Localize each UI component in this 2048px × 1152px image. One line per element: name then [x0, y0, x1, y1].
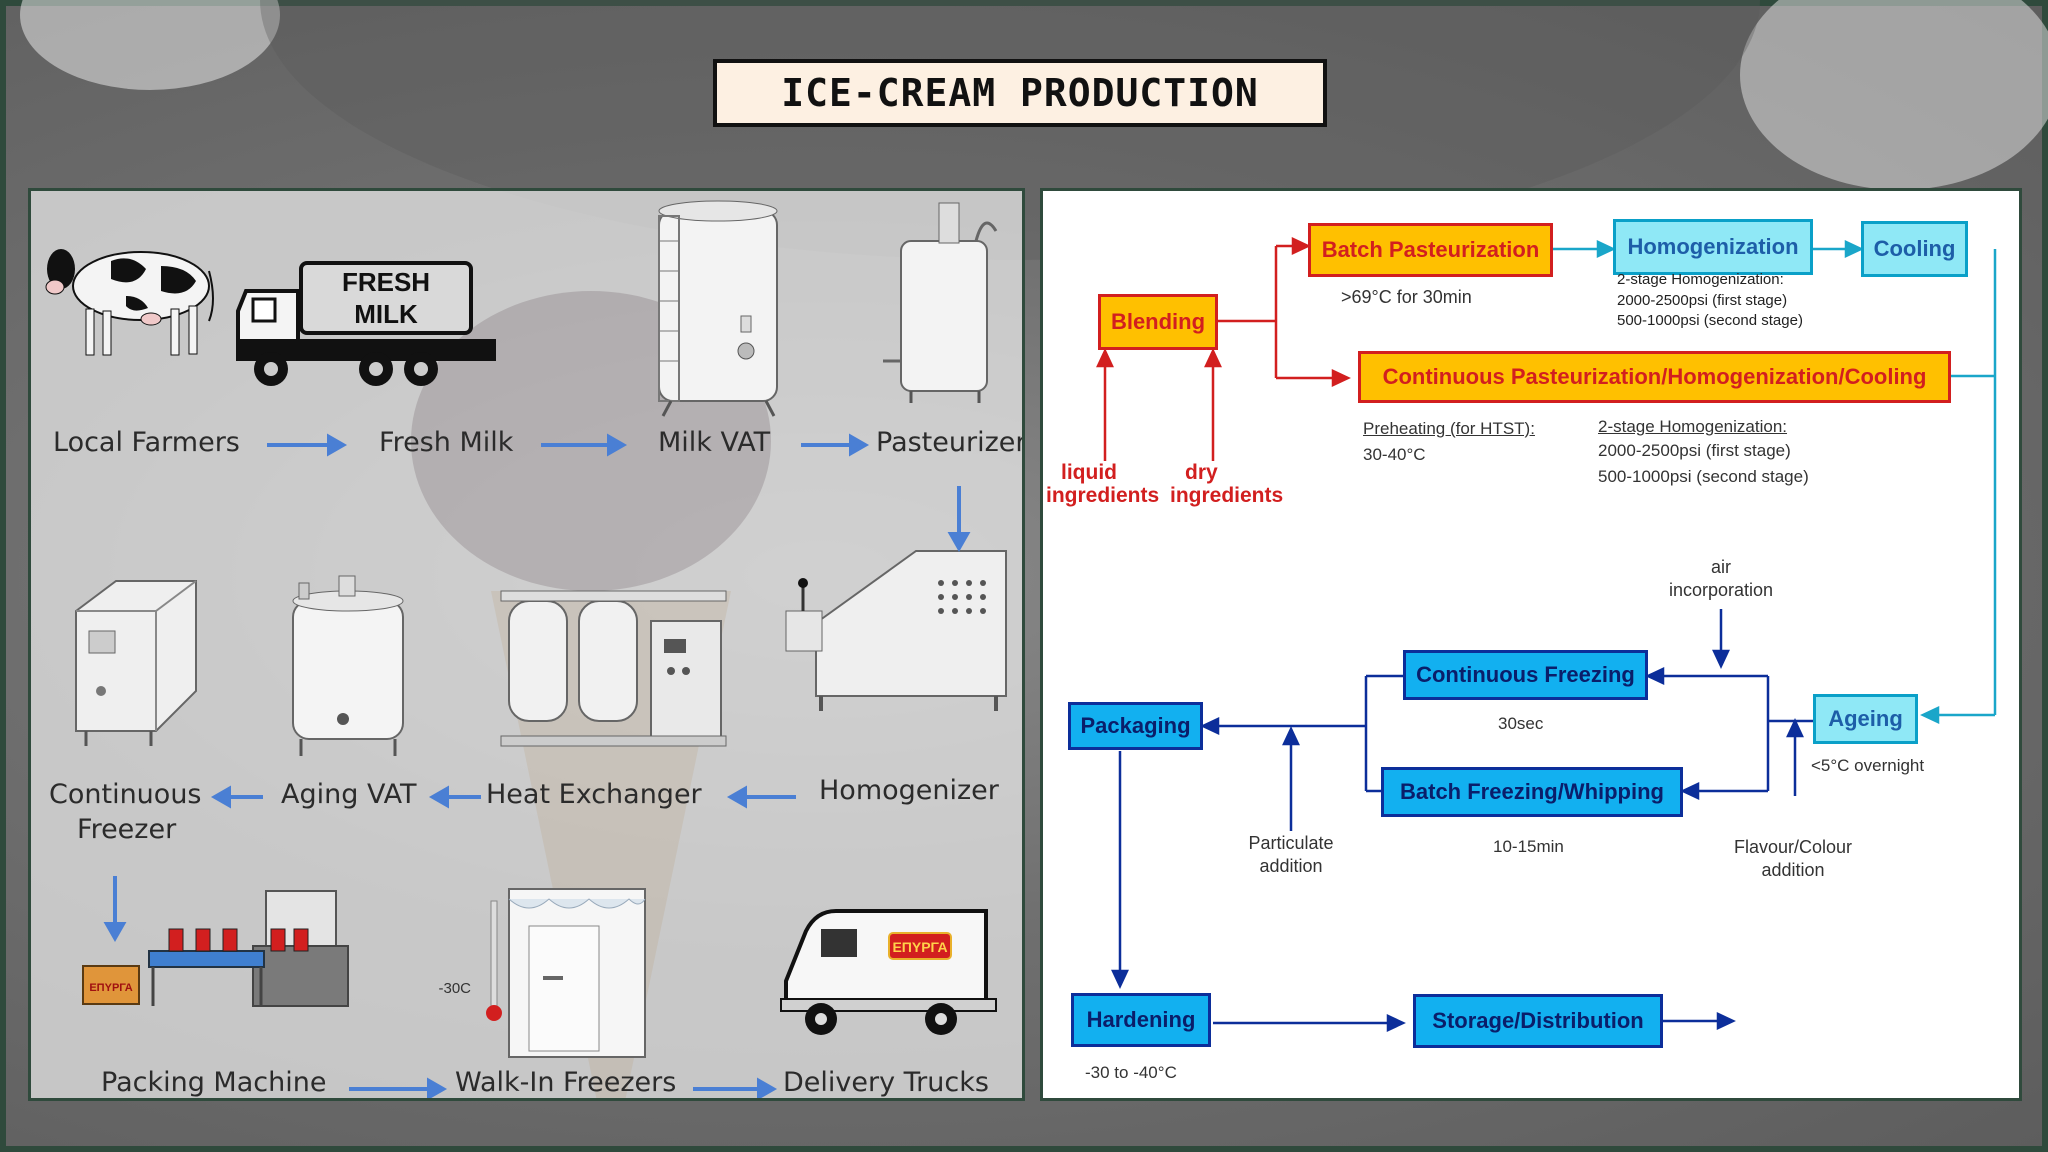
air-incorporation-line2: incorporation — [1668, 580, 1774, 600]
homogenization-box: Homogenization — [1613, 219, 1813, 275]
brand-text-box: ΕΠΥΡΓΑ — [89, 982, 132, 994]
hardening-temp: -30 to -40°C — [1085, 1063, 1177, 1082]
cow-icon — [45, 249, 214, 356]
arrow-milk-to-vat — [607, 433, 628, 457]
batch-freezing-box: Batch Freezing/Whipping — [1381, 767, 1683, 817]
process-flowchart-panel: Blending Batch Pasteurization Continuous… — [1040, 188, 2022, 1101]
arrow-to-continuous-pasteurization — [1331, 369, 1351, 387]
stage-label-fresh-milk: Fresh Milk — [379, 427, 514, 458]
continuous-freezing-box: Continuous Freezing — [1403, 650, 1648, 700]
equipment-illustrations: FRESH MILK — [45, 200, 1007, 1098]
particulate-addition-line1: Particulate — [1248, 833, 1334, 853]
delivery-truck-icon: ΕΠΥΡΓΑ — [780, 909, 997, 1035]
packing-machine-icon: ΕΠΥΡΓΑ — [82, 890, 349, 1007]
navy-connectors — [1111, 609, 1813, 1032]
batch-freezing-time: 10-15min — [1493, 837, 1564, 856]
continuous-freezer-icon — [75, 580, 197, 746]
arrow-vat-to-pasteurizer — [849, 433, 870, 457]
homog-note-2: 2000-2500psi (first stage) — [1617, 292, 1788, 309]
arrow-farmers-to-milk — [327, 433, 348, 457]
liquid-ingredients-line1: liquid — [1061, 461, 1117, 484]
milk-truck-icon: FRESH MILK — [236, 261, 496, 386]
truck-text-line2: MILK — [354, 299, 418, 329]
arrow-walkin-to-delivery — [757, 1077, 778, 1098]
walk-in-freezer-icon: -30C — [438, 888, 646, 1058]
stage-label-continuous-freezer-line1: Continuous — [49, 779, 202, 810]
flowchart-connectors — [1096, 237, 1997, 1032]
blending-box: Blending — [1098, 294, 1218, 350]
homog2-title: 2-stage Homogenization: — [1598, 417, 1788, 436]
heat-exchanger-icon — [500, 590, 727, 747]
arrow-homogenizer-to-heat-exchanger — [726, 785, 747, 809]
dry-ingredients-line2: ingredients — [1170, 484, 1284, 507]
equipment-flow-arrows — [103, 433, 971, 1098]
storage-distribution-box: Storage/Distribution — [1413, 994, 1663, 1048]
dry-ingredients-line1: dry — [1185, 461, 1218, 484]
homog2-line2: 500-1000psi (second stage) — [1598, 467, 1809, 486]
continuous-pasteurization-box: Continuous Pasteurization/Homogenization… — [1358, 351, 1951, 403]
page-title: ICE-CREAM PRODUCTION — [713, 59, 1327, 127]
preheating-title: Preheating (for HTST): — [1363, 419, 1535, 438]
homogenizer-icon — [785, 550, 1007, 711]
batch-temp-note: >69°C for 30min — [1341, 287, 1472, 307]
crumble-bowl-decoration — [1740, 0, 2048, 190]
flavour-addition-line1: Flavour/Colour — [1733, 837, 1853, 857]
cyan-connectors — [1551, 240, 1997, 724]
stage-label-continuous-freezer-line2: Freezer — [77, 814, 177, 845]
homog2-line1: 2000-2500psi (first stage) — [1598, 441, 1791, 460]
brand-text-truck: ΕΠΥΡΓΑ — [892, 939, 947, 955]
pasteurizer-icon — [883, 202, 998, 403]
stage-label-pasteurizer: Pasteurizer — [876, 427, 1025, 458]
arrow-aging-to-freezer — [210, 785, 231, 809]
stage-label-delivery-trucks: Delivery Trucks — [783, 1067, 989, 1098]
stage-label-heat-exchanger: Heat Exchanger — [486, 779, 702, 810]
stage-label-aging-vat: Aging VAT — [281, 779, 417, 810]
particulate-addition-line2: addition — [1259, 856, 1323, 876]
red-connectors — [1096, 237, 1351, 461]
stage-label-local-farmers: Local Farmers — [53, 427, 240, 458]
arrow-heat-exchanger-to-aging — [428, 785, 449, 809]
homog-note-3: 500-1000psi (second stage) — [1617, 312, 1803, 329]
arrow-liquid-ingredients — [1096, 348, 1114, 368]
cooling-box: Cooling — [1861, 221, 1968, 277]
truck-text-line1: FRESH — [342, 267, 430, 297]
stage-label-homogenizer: Homogenizer — [819, 775, 999, 806]
arrow-to-batch-pasteurization — [1291, 237, 1311, 255]
arrow-freezer-to-packing — [103, 922, 127, 943]
aging-vat-icon — [292, 575, 404, 756]
arrow-pasteurizer-to-homogenizer — [947, 532, 971, 553]
ageing-note: <5°C overnight — [1811, 756, 1925, 775]
arrow-dry-ingredients — [1204, 348, 1222, 368]
arrow-packing-to-walkin — [427, 1077, 448, 1098]
continuous-freezing-time: 30sec — [1498, 714, 1544, 733]
batch-pasteurization-box: Batch Pasteurization — [1308, 223, 1553, 277]
hardening-box: Hardening — [1071, 993, 1211, 1047]
packaging-box: Packaging — [1068, 702, 1203, 750]
liquid-ingredients-line2: ingredients — [1046, 484, 1160, 507]
equipment-flow-panel: FRESH MILK — [28, 188, 1025, 1101]
air-incorporation-line1: air — [1710, 557, 1731, 577]
milk-vat-icon — [658, 200, 778, 417]
flavour-addition-line2: addition — [1761, 860, 1825, 880]
preheating-value: 30-40°C — [1363, 445, 1426, 464]
stage-label-packing-machine: Packing Machine — [101, 1067, 327, 1098]
homog-note-1: 2-stage Homogenization: — [1617, 271, 1784, 288]
thermometer-label: -30C — [438, 980, 471, 997]
stage-label-milk-vat: Milk VAT — [658, 427, 771, 458]
stage-label-walk-in-freezers: Walk-In Freezers — [455, 1067, 677, 1098]
ageing-box: Ageing — [1813, 694, 1918, 744]
